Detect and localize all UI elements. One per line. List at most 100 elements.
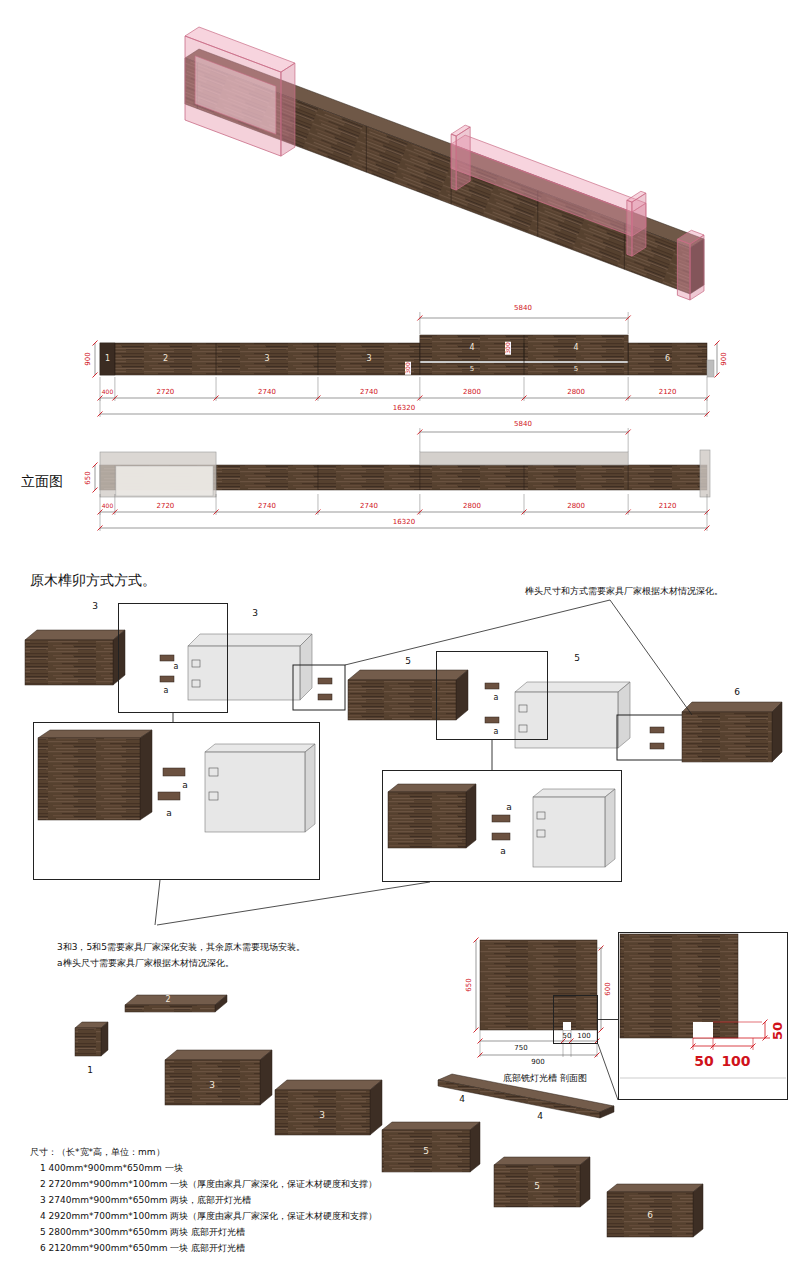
line (691, 1044, 696, 1049)
shape (456, 670, 468, 720)
line (474, 938, 479, 943)
part-number: 6 (734, 688, 740, 697)
dimension: 400 (102, 503, 113, 509)
shape (682, 702, 782, 712)
dimension: 2720 (156, 389, 174, 396)
shape (537, 830, 545, 837)
dimension: 650 (85, 471, 92, 484)
shape (293, 665, 345, 710)
shape (494, 1157, 590, 1165)
shape (388, 792, 466, 848)
line (595, 1053, 600, 1058)
zoom-frame: aa (33, 722, 320, 880)
dimension: 2740 (360, 503, 378, 510)
shape (772, 702, 782, 762)
shape (632, 193, 646, 256)
line (417, 510, 422, 515)
line (598, 1044, 618, 1100)
shape (140, 730, 152, 820)
line (628, 465, 629, 490)
line (419, 312, 420, 334)
shape (125, 995, 227, 1005)
line (100, 512, 707, 513)
shape (75, 1028, 101, 1056)
shape (382, 1130, 470, 1172)
shape (682, 712, 772, 762)
node-label: 50 (771, 1022, 784, 1040)
line (417, 396, 422, 401)
line (693, 1038, 770, 1039)
shape (690, 235, 704, 300)
shape (305, 744, 315, 832)
dimension: 400 (102, 389, 113, 395)
line (751, 1044, 756, 1049)
line (93, 373, 98, 378)
shape (192, 680, 200, 687)
line (763, 1020, 768, 1025)
line (478, 1053, 483, 1058)
line (693, 1046, 753, 1047)
shape (113, 630, 125, 685)
shape (605, 789, 615, 867)
part-number: 6 (647, 1211, 653, 1220)
line (753, 1038, 754, 1050)
shape (100, 452, 216, 497)
shape (38, 738, 140, 820)
line (478, 1039, 483, 1044)
dimension: 2800 (463, 503, 481, 510)
node-label: a (506, 803, 512, 812)
line (112, 396, 117, 401)
shape (160, 676, 174, 682)
node-label: a (174, 663, 179, 671)
part-number: 2 (163, 355, 168, 363)
shape (580, 1157, 590, 1207)
shape (101, 1022, 108, 1056)
shape (318, 678, 332, 684)
line (420, 432, 628, 433)
part-number: 1 (105, 355, 110, 363)
zoom-frame: 5050100 (618, 932, 788, 1100)
shape (485, 683, 499, 689)
line (98, 412, 103, 417)
line (711, 1044, 716, 1049)
shape (420, 452, 628, 465)
shape (492, 833, 510, 840)
detail-frame: aa (118, 603, 228, 713)
line (476, 940, 477, 1030)
line (763, 1036, 768, 1041)
line (93, 341, 98, 346)
detail-frame: aa (436, 651, 548, 740)
dimension: 2800 (567, 389, 585, 396)
shape (160, 655, 174, 661)
shape (205, 752, 305, 832)
line (620, 1078, 786, 1079)
shape (627, 200, 632, 256)
shape (563, 1022, 571, 1030)
shape (693, 1184, 703, 1237)
line (114, 343, 115, 375)
dimension: 5840 (514, 421, 532, 428)
shape (600, 1106, 614, 1118)
shape (348, 680, 456, 720)
line (100, 528, 707, 529)
node-label: a (494, 694, 499, 702)
part-number: 5 (470, 366, 474, 373)
shape (260, 1050, 272, 1105)
table-heading: 尺寸：（长*宽*高，单位：mm） (30, 1148, 165, 1157)
dimension: 16320 (393, 519, 415, 526)
shape (466, 784, 476, 848)
line (626, 396, 631, 401)
line (474, 1028, 479, 1033)
dimension: 2720 (156, 503, 174, 510)
shape (533, 797, 605, 867)
line (480, 1055, 597, 1056)
line (765, 1022, 766, 1038)
line (95, 465, 96, 490)
node-label: a (500, 847, 506, 856)
shape (165, 1050, 272, 1060)
view-title: 立面图 (21, 474, 63, 488)
table-row: 6 2120mm*900mm*650mm 一块 底部开灯光槽 (40, 1244, 245, 1253)
node-label: 100 (721, 1054, 750, 1068)
line (713, 1038, 714, 1050)
shape (275, 1080, 382, 1090)
